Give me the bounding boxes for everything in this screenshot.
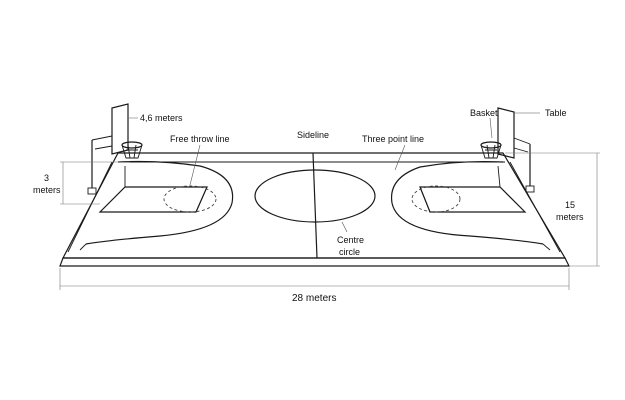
label-circle: circle: [339, 247, 360, 257]
left-support-arm-top: [91, 135, 113, 141]
label-three-point-line: Three point line: [362, 134, 424, 144]
label-sideline: Sideline: [297, 130, 329, 140]
left-three-point-arc: [85, 160, 234, 245]
half-court-line: [312, 152, 318, 259]
left-free-throw-circle-dashed: [163, 185, 217, 213]
centre-circle-leader: [341, 221, 348, 233]
right-free-throw-line: [419, 186, 431, 213]
left-three-point-corner: [79, 243, 87, 251]
court-floor: [59, 152, 570, 267]
right-three-point-arc: [390, 160, 544, 245]
label-15: 15: [565, 200, 575, 210]
left-pole-base: [87, 187, 97, 195]
three-point-leader: [394, 144, 406, 171]
left-basket-rim: [121, 141, 143, 149]
free-throw-leader: [189, 144, 201, 186]
label-table: Table: [545, 108, 567, 118]
label-free-throw-line: Free throw line: [170, 134, 230, 144]
label-28-meters: 28 meters: [292, 293, 336, 304]
dimension-lines: [59, 117, 600, 290]
right-basket-net: [480, 144, 502, 159]
court-inner-right-edge: [509, 161, 561, 253]
left-hoop-assembly: [87, 103, 143, 195]
right-three-point-corner: [542, 243, 551, 251]
right-hoop-assembly: [480, 107, 535, 193]
left-basket-net: [121, 144, 143, 159]
right-support-arm-bottom: [513, 147, 529, 153]
left-free-throw-line: [195, 186, 208, 213]
left-free-throw-lane: [98, 186, 208, 213]
labels: 4,6 meters Free throw line Sideline Thre…: [33, 108, 584, 304]
right-free-throw-lane: [419, 186, 527, 213]
centre-circle: [254, 169, 376, 223]
right-support-arm-top: [513, 137, 531, 145]
label-3: 3: [44, 173, 49, 183]
right-pole-base: [525, 185, 535, 193]
right-free-throw-circle-dashed: [411, 185, 461, 213]
label-centre: Centre: [337, 235, 364, 245]
right-lane-top: [497, 165, 501, 188]
label-15-meters-unit: meters: [556, 212, 584, 222]
basket-leader: [489, 117, 493, 139]
right-backboard: [497, 107, 515, 159]
court-inner-left-edge: [67, 161, 113, 253]
left-half-markings: [79, 160, 234, 251]
left-backboard: [111, 103, 129, 155]
label-4-6-meters: 4,6 meters: [140, 113, 183, 123]
label-3-meters-unit: meters: [33, 185, 61, 195]
leader-lines: [189, 112, 540, 233]
court-base-edge: [59, 257, 570, 267]
left-support-arm-bottom: [94, 145, 113, 150]
label-basket: Basket: [470, 108, 498, 118]
right-half-markings: [390, 160, 551, 251]
